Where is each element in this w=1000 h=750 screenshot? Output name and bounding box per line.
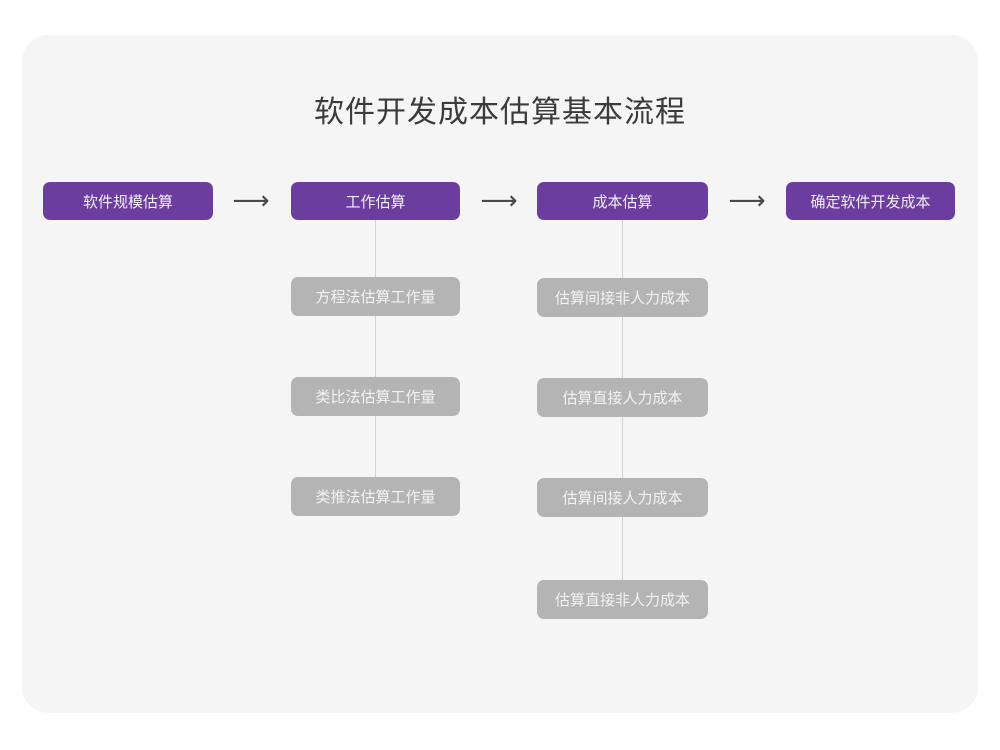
arrow-right-icon-2: ⟶	[480, 186, 518, 216]
connector-cost-mid-2	[622, 417, 623, 478]
connector-effort-mid-2	[375, 416, 376, 478]
stage-node-3[interactable]: 成本估算	[537, 182, 708, 220]
stage-node-2[interactable]: 工作估算	[291, 182, 460, 220]
substep-cost-3[interactable]: 估算间接人力成本	[537, 478, 708, 517]
substep-cost-2[interactable]: 估算直接人力成本	[537, 378, 708, 417]
substep-cost-1[interactable]: 估算间接非人力成本	[537, 278, 708, 317]
substep-effort-3[interactable]: 类推法估算工作量	[291, 477, 460, 516]
stage-node-1[interactable]: 软件规模估算	[43, 182, 213, 220]
connector-cost-mid-3	[622, 517, 623, 580]
stage-node-4[interactable]: 确定软件开发成本	[786, 182, 955, 220]
substep-effort-1[interactable]: 方程法估算工作量	[291, 277, 460, 316]
connector-effort-top	[375, 220, 376, 278]
connector-effort-mid-1	[375, 316, 376, 378]
connector-cost-top	[622, 220, 623, 278]
arrow-right-icon-1: ⟶	[232, 186, 270, 216]
arrow-right-icon-3: ⟶	[728, 186, 766, 216]
diagram-card	[22, 35, 978, 713]
page-title: 软件开发成本估算基本流程	[314, 96, 686, 129]
connector-cost-mid-1	[622, 317, 623, 378]
substep-cost-4[interactable]: 估算直接非人力成本	[537, 580, 708, 619]
substep-effort-2[interactable]: 类比法估算工作量	[291, 377, 460, 416]
